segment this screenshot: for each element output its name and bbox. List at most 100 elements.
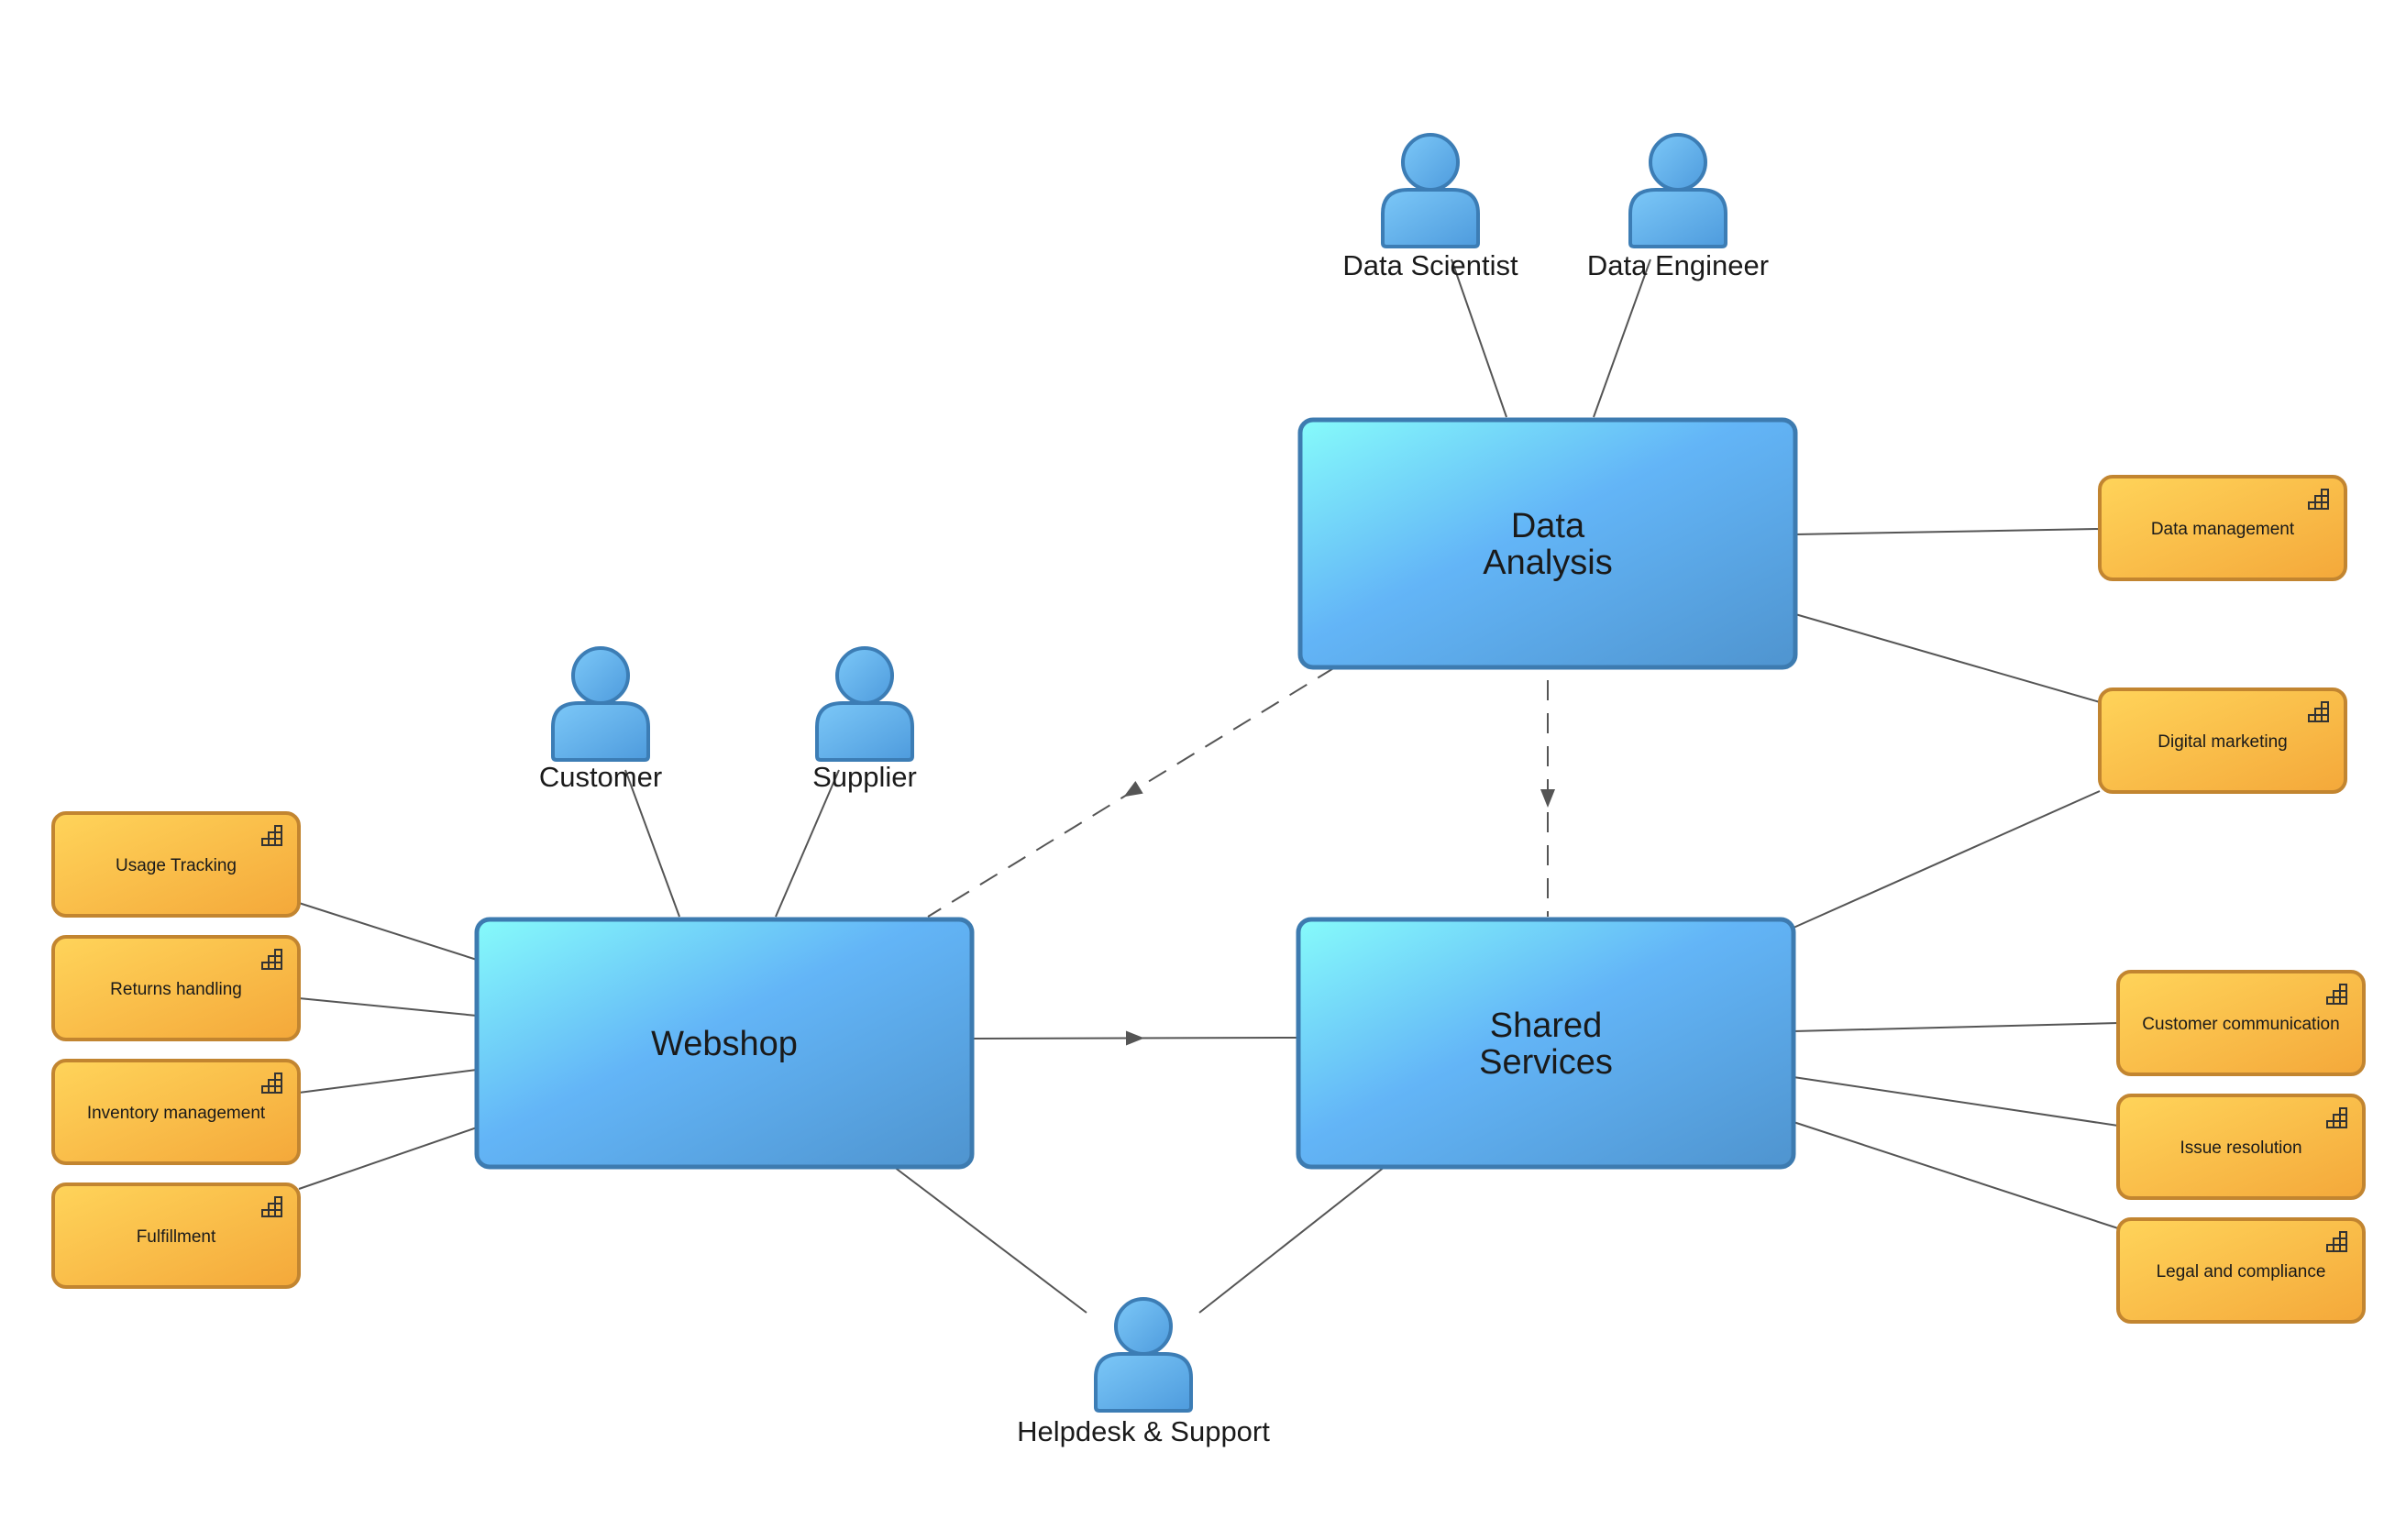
connection-line [1793,1022,2119,1032]
capability-label: Digital marketing [2158,732,2288,752]
capability-box [2116,1217,2366,1324]
connection-shared-services-to-customer-communication [1793,1022,2119,1032]
connection-webshop-to-shared-services [971,1030,1299,1046]
connection-line [1593,258,1651,418]
connection-shared-services-to-issue-resolution [1793,1076,2119,1127]
system-box [474,917,975,1170]
connection-inventory-management-to-webshop [298,1069,478,1094]
connection-supplier-to-webshop [775,769,840,918]
connection-line [1198,1166,1385,1314]
connection-shared-services-to-digital-marketing [1793,790,2101,929]
person-icon [1628,133,1727,248]
capability-box [51,935,301,1041]
connection-line [1794,528,2101,535]
capability-customer-communication[interactable]: Customer communication [2116,970,2366,1076]
connection-line [1794,613,2101,703]
capability-icon [2308,489,2329,510]
capability-icon [261,1196,282,1217]
capability-icon [2308,701,2329,722]
capability-label: Inventory management [87,1104,266,1123]
person-icon [551,646,650,762]
capability-icon [261,1072,282,1094]
actor-label: Supplier [812,761,917,793]
connection-line [1451,258,1507,418]
actor-supplier[interactable]: Supplier [812,646,917,793]
capability-label: Data management [2151,520,2295,539]
capability-digital-marketing[interactable]: Digital marketing [2098,688,2347,794]
connection-line [1793,790,2101,929]
capability-box [2116,1094,2366,1200]
connection-line [1793,1121,2119,1229]
connection-line [775,769,840,918]
connection-data-scientist-to-data-analysis [1451,258,1507,418]
capability-icon [261,825,282,846]
capability-box [2098,688,2347,794]
capability-icon [2326,984,2347,1005]
connection-line [298,997,478,1017]
person-icon [1381,133,1480,248]
actor-label: Data Scientist [1342,249,1518,281]
capability-issue-resolution[interactable]: Issue resolution [2116,1094,2366,1200]
connection-webshop-to-helpdesk [893,1166,1087,1314]
connection-data-analysis-to-data-management [1794,528,2101,535]
capability-icon [2326,1231,2347,1252]
capability-box [51,811,301,918]
capability-label: Issue resolution [2180,1138,2301,1158]
capability-returns-handling[interactable]: Returns handling [51,935,301,1041]
arrowhead-icon [1123,780,1143,798]
capability-legal-compliance[interactable]: Legal and compliance [2116,1217,2366,1324]
capability-box [51,1182,301,1289]
system-webshop[interactable]: Webshop [474,917,975,1170]
connection-line [624,769,680,918]
capability-label: Returns handling [110,980,242,999]
connection-data-analysis-to-shared-services [1540,680,1555,917]
connection-shared-services-to-helpdesk [1198,1166,1385,1314]
connection-shared-services-to-legal-compliance [1793,1121,2119,1229]
capability-usage-tracking[interactable]: Usage Tracking [51,811,301,918]
actor-label: Data Engineer [1587,249,1769,281]
capability-box [2116,970,2366,1076]
capability-icon [261,949,282,970]
actor-data-engineer[interactable]: Data Engineer [1587,133,1769,281]
system-label: Shared [1490,1006,1603,1045]
connection-fulfillment-to-webshop [298,1127,478,1190]
system-label: Services [1479,1043,1613,1082]
system-label: Data [1511,507,1585,545]
connection-customer-to-webshop [624,769,680,918]
actor-label: Helpdesk & Support [1017,1415,1270,1447]
capability-label: Legal and compliance [2157,1262,2326,1282]
connections-layer [298,258,2119,1314]
actor-label: Customer [539,761,662,793]
actor-data-scientist[interactable]: Data Scientist [1342,133,1518,281]
system-label: Webshop [651,1025,798,1063]
actor-customer[interactable]: Customer [539,646,662,793]
connection-data-engineer-to-data-analysis [1593,258,1651,418]
connection-usage-tracking-to-webshop [298,902,478,961]
connection-line [893,1166,1087,1314]
capability-box [51,1059,301,1165]
connection-line [1793,1076,2119,1127]
capability-label: Customer communication [2142,1015,2339,1034]
capability-data-management[interactable]: Data management [2098,475,2347,581]
arrowhead-icon [1540,789,1555,808]
capability-icon [2326,1107,2347,1128]
capability-inventory-management[interactable]: Inventory management [51,1059,301,1165]
actor-helpdesk[interactable]: Helpdesk & Support [1017,1297,1270,1447]
capability-label: Usage Tracking [116,856,237,875]
connection-data-analysis-to-digital-marketing [1794,613,2101,703]
connection-returns-handling-to-webshop [298,997,478,1017]
connection-data-analysis-to-webshop [927,666,1336,918]
system-label: Analysis [1483,544,1613,582]
person-icon [815,646,914,762]
system-box [1296,917,1796,1170]
arrowhead-icon [1125,1030,1144,1046]
system-box [1297,417,1798,670]
connection-line [298,1069,478,1094]
capability-box [2098,475,2347,581]
person-icon [1094,1297,1193,1413]
capability-fulfillment[interactable]: Fulfillment [51,1182,301,1289]
